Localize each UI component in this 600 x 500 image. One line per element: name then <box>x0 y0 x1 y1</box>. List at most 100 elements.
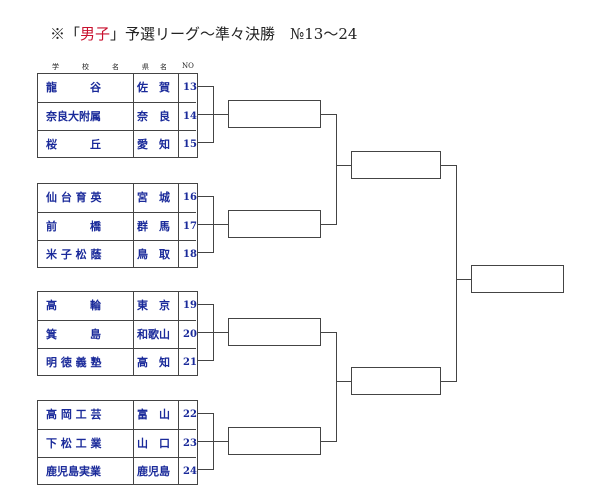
team-row: 桜 丘 愛 知 15 <box>38 130 197 158</box>
team-row: 高 岡 工 芸 富 山 22 <box>38 401 197 428</box>
prefecture: 富 山 <box>137 408 170 421</box>
prefecture: 東 京 <box>137 299 170 312</box>
school-name: 高 岡 工 芸 <box>46 408 102 421</box>
connector-line <box>441 381 456 382</box>
team-number: 23 <box>183 438 197 449</box>
column-divider <box>133 401 134 484</box>
connector-line <box>213 224 228 225</box>
school-name: 仙 台 育 英 <box>46 191 102 204</box>
connector-line <box>321 224 336 225</box>
prefecture: 鳥 取 <box>137 248 170 261</box>
prefecture: 宮 城 <box>137 191 170 204</box>
team-group-2: 仙 台 育 英 宮 城 16 前 橋 群 馬 17 米 子 松 蔭 鳥 取 18 <box>37 183 198 268</box>
connector-line <box>198 441 213 442</box>
team-group-4: 高 岡 工 芸 富 山 22 下 松 工 業 山 口 23 鹿児島実業 鹿児島 24 <box>37 400 198 485</box>
connector-line <box>198 142 213 143</box>
team-number: 15 <box>183 139 197 150</box>
connector-line <box>321 114 336 115</box>
team-number: 16 <box>183 192 197 203</box>
connector-line <box>456 165 457 382</box>
team-number: 22 <box>183 409 197 420</box>
team-row: 鹿児島実業 鹿児島 24 <box>38 457 197 485</box>
team-row: 前 橋 群 馬 17 <box>38 212 197 240</box>
group-winner-box-3 <box>228 318 321 346</box>
connector-line <box>198 413 213 414</box>
header-pref-2: 名 <box>160 63 167 71</box>
prefecture: 山 口 <box>137 437 170 450</box>
connector-line <box>456 279 471 280</box>
connector-line <box>198 304 213 305</box>
column-divider <box>133 184 134 267</box>
connector-line <box>213 441 228 442</box>
team-row: 高 輪 東 京 19 <box>38 292 197 319</box>
connector-line <box>321 441 336 442</box>
connector-line <box>198 86 213 87</box>
prefecture: 佐 賀 <box>137 81 170 94</box>
connector-line <box>336 381 351 382</box>
team-row: 奈良大附属 奈 良 14 <box>38 102 197 130</box>
connector-line <box>321 332 336 333</box>
school-name: 箕 島 <box>46 328 101 341</box>
prefecture: 群 馬 <box>137 220 170 233</box>
connector-line <box>441 165 456 166</box>
school-name: 奈良大附属 <box>46 110 101 123</box>
team-number: 19 <box>183 300 197 311</box>
connector-line <box>198 469 213 470</box>
connector-line <box>213 332 228 333</box>
school-name: 明 徳 義 塾 <box>46 356 102 369</box>
prefecture: 奈 良 <box>137 110 170 123</box>
header-no: NO <box>182 62 194 70</box>
final-box <box>471 265 564 293</box>
page-title: ※「男子」予選リーグ〜準々決勝 №13〜24 <box>50 23 357 44</box>
header-pref-1: 県 <box>142 63 149 71</box>
semifinal-box-1 <box>351 151 441 179</box>
group-winner-box-1 <box>228 100 321 128</box>
team-number: 18 <box>183 249 197 260</box>
semifinal-box-2 <box>351 367 441 395</box>
header-school-2: 校 <box>82 63 89 71</box>
team-number: 13 <box>183 82 197 93</box>
team-row: 明 徳 義 塾 高 知 21 <box>38 348 197 376</box>
title-prefix: ※「 <box>50 25 81 43</box>
connector-line <box>198 360 213 361</box>
team-number: 24 <box>183 466 197 477</box>
connector-line <box>336 114 337 225</box>
team-number: 17 <box>183 221 197 232</box>
team-row: 下 松 工 業 山 口 23 <box>38 429 197 457</box>
team-row: 仙 台 育 英 宮 城 16 <box>38 184 197 211</box>
column-divider <box>133 74 134 157</box>
team-row: 米 子 松 蔭 鳥 取 18 <box>38 240 197 268</box>
school-name: 前 橋 <box>46 220 101 233</box>
group-winner-box-4 <box>228 427 321 455</box>
connector-line <box>198 252 213 253</box>
school-name: 下 松 工 業 <box>46 437 102 450</box>
prefecture: 和歌山 <box>137 328 170 341</box>
column-divider <box>178 401 179 484</box>
team-number: 21 <box>183 357 197 368</box>
connector-line <box>336 332 337 442</box>
connector-line <box>198 196 213 197</box>
connector-line <box>336 165 351 166</box>
team-number: 14 <box>183 111 197 122</box>
prefecture: 愛 知 <box>137 138 170 151</box>
prefecture: 鹿児島 <box>137 465 170 478</box>
header-school-3: 名 <box>112 63 119 71</box>
team-group-3: 高 輪 東 京 19 箕 島 和歌山 20 明 徳 義 塾 高 知 21 <box>37 291 198 376</box>
school-name: 鹿児島実業 <box>46 465 101 478</box>
school-name: 高 輪 <box>46 299 101 312</box>
team-number: 20 <box>183 329 197 340</box>
prefecture: 高 知 <box>137 356 170 369</box>
column-divider <box>178 184 179 267</box>
school-name: 桜 丘 <box>46 138 101 151</box>
connector-line <box>198 224 213 225</box>
header-school-1: 学 <box>52 63 59 71</box>
column-divider <box>178 74 179 157</box>
team-row: 箕 島 和歌山 20 <box>38 320 197 348</box>
column-divider <box>178 292 179 375</box>
connector-line <box>198 114 213 115</box>
title-suffix: 」予選リーグ〜準々決勝 №13〜24 <box>110 25 358 43</box>
school-name: 米 子 松 蔭 <box>46 248 102 261</box>
column-divider <box>133 292 134 375</box>
